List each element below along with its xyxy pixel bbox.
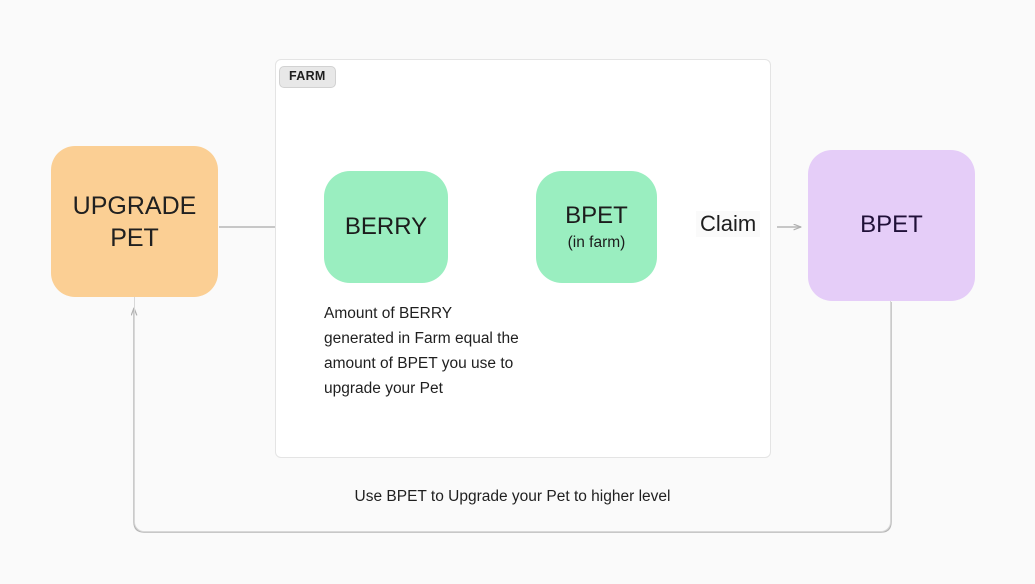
edge-label-claim: Claim [696,211,761,238]
node-bpet-in-farm[interactable]: BPET (in farm) [536,171,657,283]
node-bpet-in-farm-title: BPET [565,202,628,230]
node-bpet-wallet[interactable]: BPET [808,150,975,301]
node-berry[interactable]: BERRY [324,171,448,283]
node-upgrade-pet-line2: PET [110,223,159,252]
farm-group-badge: FARM [279,66,336,88]
loop-caption: Use BPET to Upgrade your Pet to higher l… [354,488,671,505]
loop-group-frame [134,150,891,532]
node-bpet-wallet-label: BPET [860,211,923,239]
node-upgrade-pet-line1: UPGRADE [72,191,197,220]
berry-note-text: Amount of BERRY generated in Farm equal … [324,305,519,398]
node-upgrade-pet[interactable]: UPGRADE PET [51,146,218,297]
node-bpet-in-farm-subtitle: (in farm) [567,233,626,251]
node-berry-label: BERRY [344,212,428,240]
